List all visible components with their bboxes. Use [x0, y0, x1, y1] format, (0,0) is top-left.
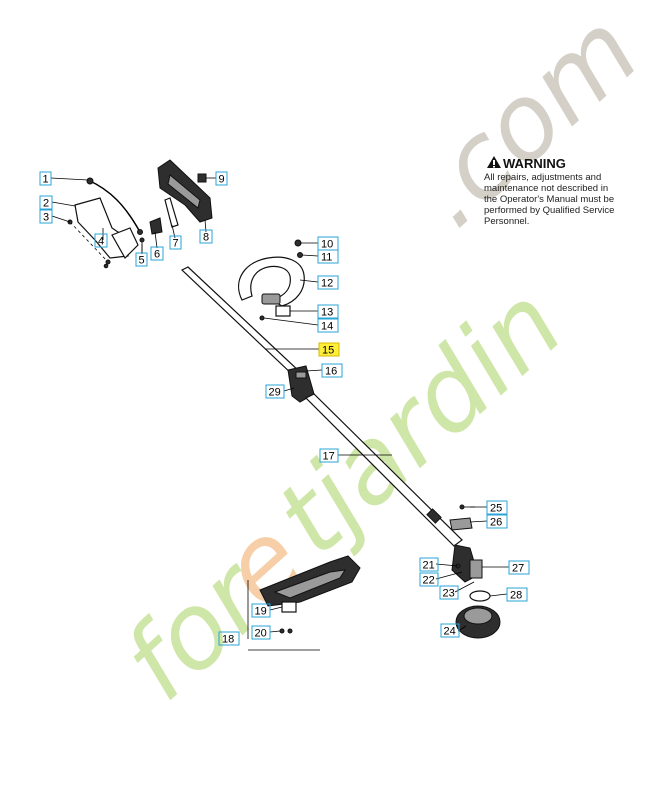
callout-12: 12	[317, 275, 339, 290]
callout-18: 18	[218, 631, 240, 646]
svg-text:2: 2	[43, 198, 49, 210]
callout-28: 28	[506, 587, 528, 602]
svg-text:12: 12	[321, 278, 333, 290]
warning-title: WARNING	[503, 156, 566, 171]
svg-text:18: 18	[222, 634, 234, 646]
warning-line-3: the Operator's Manual must be	[484, 194, 614, 205]
nut	[197, 173, 207, 183]
callout-10: 10	[317, 236, 339, 251]
handle-housing-left	[74, 197, 139, 259]
svg-text:24: 24	[444, 626, 456, 638]
watermark-part-3: tjardin	[253, 262, 585, 578]
callout-6: 6	[150, 246, 164, 261]
callout-20: 20	[251, 625, 271, 640]
callout-15: 15	[318, 342, 340, 357]
svg-text:23: 23	[443, 588, 455, 600]
callout-8: 8	[199, 229, 213, 244]
svg-text:15: 15	[322, 345, 334, 357]
svg-text:4: 4	[98, 236, 104, 248]
callout-1: 1	[39, 171, 52, 186]
watermark: for e tjardin .com	[100, 0, 652, 724]
callout-4: 4	[94, 233, 108, 248]
callout-27: 27	[508, 560, 530, 575]
svg-text:19: 19	[255, 606, 267, 618]
callout-13: 13	[317, 304, 339, 319]
svg-text:14: 14	[321, 321, 333, 333]
warning-line-1: All repairs, adjustments and	[484, 172, 601, 183]
svg-text:7: 7	[173, 238, 179, 250]
svg-text:5: 5	[139, 255, 145, 267]
svg-text:25: 25	[490, 503, 502, 515]
warning-line-4: performed by Qualified Service	[484, 205, 614, 216]
svg-text:17: 17	[323, 451, 335, 463]
handle-housing-right	[157, 159, 213, 223]
warning-line-5: Personnel.	[484, 216, 529, 227]
svg-text:13: 13	[321, 307, 333, 319]
warning-line-2: maintenance not described in	[484, 183, 608, 194]
svg-text:28: 28	[510, 590, 522, 602]
svg-text:16: 16	[325, 366, 337, 378]
callout-16: 16	[321, 363, 343, 378]
callout-24: 24	[440, 623, 460, 638]
callout-14: 14	[317, 318, 339, 333]
auxiliary-handle	[238, 239, 305, 321]
warning-block: WARNING All repairs, adjustments and mai…	[484, 156, 614, 227]
leader-lines	[50, 177, 509, 651]
svg-text:6: 6	[154, 249, 160, 261]
callout-29: 29	[265, 384, 285, 399]
svg-text:21: 21	[423, 560, 435, 572]
lower-shaft	[304, 393, 463, 547]
svg-text:20: 20	[255, 628, 267, 640]
svg-text:10: 10	[321, 239, 333, 251]
callout-19: 19	[251, 603, 271, 618]
svg-text:3: 3	[43, 212, 49, 224]
grass-guard	[259, 555, 361, 634]
warning-triangle-icon	[487, 156, 501, 168]
callout-17: 17	[319, 448, 339, 463]
svg-text:27: 27	[512, 563, 524, 575]
svg-text:22: 22	[423, 575, 435, 587]
callout-2: 2	[39, 195, 53, 210]
svg-text:26: 26	[490, 517, 502, 529]
callout-7: 7	[169, 235, 182, 250]
svg-text:8: 8	[203, 232, 209, 244]
callout-9: 9	[215, 171, 228, 186]
callout-25: 25	[486, 500, 508, 515]
callout-26: 26	[486, 514, 508, 529]
trigger-parts	[139, 197, 179, 254]
callout-21: 21	[419, 557, 439, 572]
callout-11: 11	[317, 249, 339, 264]
throttle-cable	[86, 177, 143, 235]
callout-22: 22	[419, 572, 439, 587]
screws	[67, 219, 111, 269]
svg-text:11: 11	[321, 252, 332, 264]
callout-23: 23	[439, 585, 459, 600]
svg-text:1: 1	[43, 174, 49, 186]
svg-text:9: 9	[219, 174, 225, 186]
shaft-hardware	[449, 504, 475, 531]
callout-5: 5	[135, 252, 148, 267]
svg-text:29: 29	[269, 387, 281, 399]
callout-3: 3	[39, 209, 53, 224]
